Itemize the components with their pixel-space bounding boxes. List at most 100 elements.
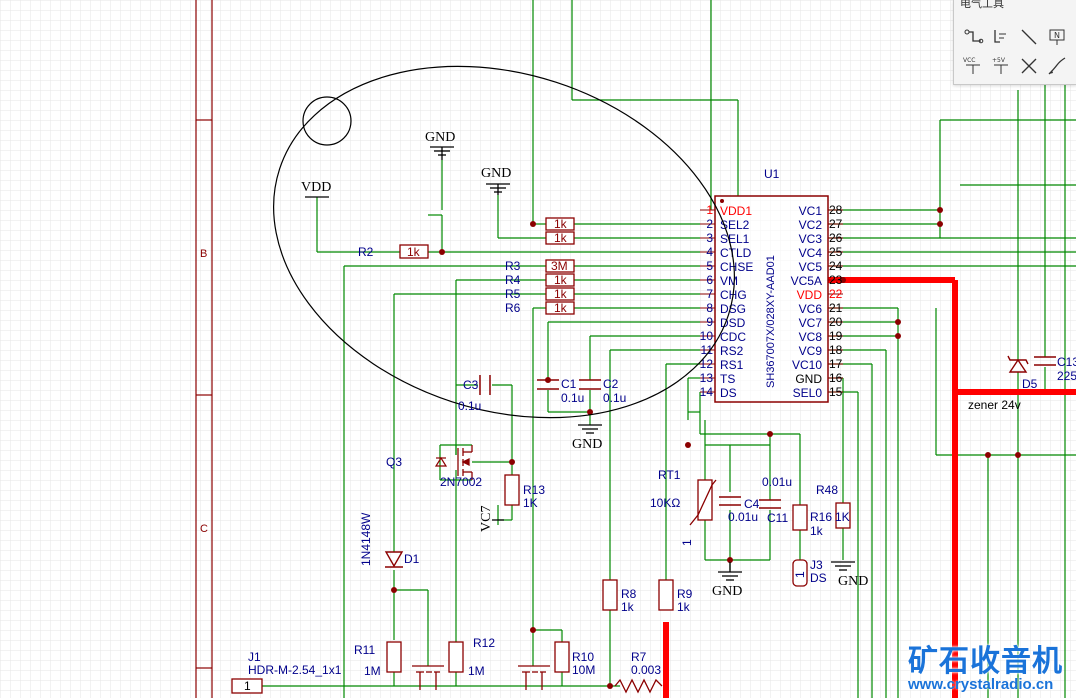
ic-pin-name: DSG — [720, 302, 746, 316]
ic-pin-name: VDD — [797, 288, 823, 302]
resistor-r11 — [386, 641, 402, 673]
c13-value: 225 — [1057, 369, 1076, 383]
j3-pin: 1 — [793, 571, 807, 578]
r8-ref: R8 — [621, 587, 637, 601]
d5-ref: D5 — [1022, 377, 1038, 391]
r10-ref: R10 — [572, 650, 594, 664]
resistors[interactable] — [231, 217, 851, 694]
wires — [262, 0, 1076, 698]
ic-pin-number: 4 — [706, 245, 713, 259]
r2-value: 1k — [407, 245, 421, 259]
ic-pin-number: 2 — [706, 217, 713, 231]
plus5v-tool-icon[interactable]: +5V — [990, 55, 1012, 77]
svg-text:N: N — [1054, 31, 1060, 40]
capacitors[interactable] — [479, 356, 1056, 509]
ic-pin-name: VC9 — [799, 344, 823, 358]
thermistor-rt1[interactable] — [689, 479, 717, 526]
ic-pin-name: CDC — [720, 330, 746, 344]
ic-pin-number: 3 — [706, 231, 713, 245]
bus-entry-tool-icon[interactable] — [1018, 26, 1040, 48]
mosfet-bottom-1[interactable] — [412, 665, 444, 690]
ic-pin-number: 15 — [829, 385, 843, 399]
ic-pin-name: VC6 — [799, 302, 823, 316]
resistor-r48 — [835, 502, 851, 529]
c4-value: 0.01u — [728, 510, 758, 524]
resistor-r16 — [792, 504, 808, 531]
ic-pin-name: VC5 — [799, 260, 823, 274]
r3-ref: R3 — [505, 259, 521, 273]
electrical-tools-palette[interactable]: 电气工具 N VCC +5V — [953, 0, 1076, 85]
ic-pin-name: VM — [720, 274, 738, 288]
mosfet-bottom-2[interactable] — [518, 665, 550, 690]
resistor-r12 — [448, 641, 464, 673]
r10-value: 10M — [572, 663, 595, 677]
vcc-tool-icon[interactable]: VCC — [962, 55, 984, 77]
resistor-r5 — [545, 287, 575, 301]
r12-value: 1M — [468, 664, 485, 678]
ic-pin-number: 25 — [829, 245, 843, 259]
diode-d1[interactable] — [384, 551, 404, 568]
r7-ref: R7 — [631, 650, 647, 664]
frame-row-b: B — [200, 248, 207, 260]
ic-pin-number: 27 — [829, 217, 843, 231]
resistor-r9 — [658, 579, 674, 611]
ic-pin-name: VC7 — [799, 316, 823, 330]
c3-ref: C3 — [463, 378, 479, 392]
ic-pin-number: 5 — [706, 259, 713, 273]
watermark-url: www.crystalradio.cn — [908, 676, 1054, 693]
c11-value: 0.01u — [762, 475, 792, 489]
bus-tool-icon[interactable] — [990, 26, 1012, 48]
resistor-r13 — [504, 474, 520, 506]
r2-ref: R2 — [358, 245, 374, 259]
r7-value: 0.003 — [631, 663, 661, 677]
mosfet-q3[interactable] — [457, 445, 473, 480]
shunt-r7[interactable] — [614, 678, 663, 694]
zener-d5[interactable] — [1007, 355, 1029, 373]
vc7-label: VC7 — [479, 506, 494, 532]
ic-pin-number: 1 — [706, 203, 713, 217]
r48-value: 1K — [835, 510, 850, 524]
ic-part-number: SH367007X/028XY-AAD01 — [765, 255, 777, 388]
ic-pin-number: 11 — [701, 343, 714, 357]
ic-pin-name: VC4 — [799, 246, 823, 260]
ic-pin-name: DS — [720, 386, 737, 400]
no-connect-tool-icon[interactable] — [1018, 55, 1040, 77]
d1-ref: D1 — [404, 552, 420, 566]
ic-pin-name: CTLD — [720, 246, 752, 260]
frame-row-c: C — [200, 523, 208, 535]
c11-ref: C11 — [767, 511, 788, 525]
vdd-label: VDD — [301, 180, 331, 195]
r16-ref: R16 — [810, 510, 832, 524]
ic-pin-number: 28 — [829, 203, 843, 217]
gnd-symbols — [305, 146, 855, 581]
connector-j1 — [231, 678, 263, 694]
ic-pin-name: VC3 — [799, 232, 823, 246]
j3-ref: J3 — [810, 558, 823, 572]
ic-pin-number: 13 — [700, 371, 714, 385]
q3-ref: Q3 — [386, 455, 402, 469]
ic-pin-number: 18 — [829, 343, 843, 357]
rt1-ref: RT1 — [658, 468, 681, 482]
svg-text:+5V: +5V — [992, 57, 1006, 64]
c2-value: 0.1u — [603, 391, 626, 405]
gnd-label-3: GND — [572, 437, 602, 452]
resistor-r3 — [545, 259, 575, 273]
rt1-value: 10KΩ — [650, 496, 680, 510]
resistor-sel2 — [545, 217, 575, 231]
r-sel2-value: 1k — [554, 217, 568, 231]
pen-tool-icon[interactable] — [1046, 55, 1068, 77]
ic-pin-name: RS2 — [720, 344, 744, 358]
j1-ref: J1 — [248, 650, 261, 664]
annotation-ellipse[interactable] — [228, 9, 781, 474]
ic-pin-number: 21 — [829, 301, 843, 315]
ic-pin-number: 9 — [706, 315, 713, 329]
net-label-tool-icon[interactable]: N — [1046, 26, 1068, 48]
wire-tool-icon[interactable] — [962, 26, 984, 48]
ic-pin-number: 22 — [829, 287, 843, 301]
gnd-label-2: GND — [481, 166, 511, 181]
connector-j3 — [792, 559, 808, 587]
r5-value: 1k — [554, 287, 568, 301]
ic-pin-number: 17 — [829, 357, 843, 371]
